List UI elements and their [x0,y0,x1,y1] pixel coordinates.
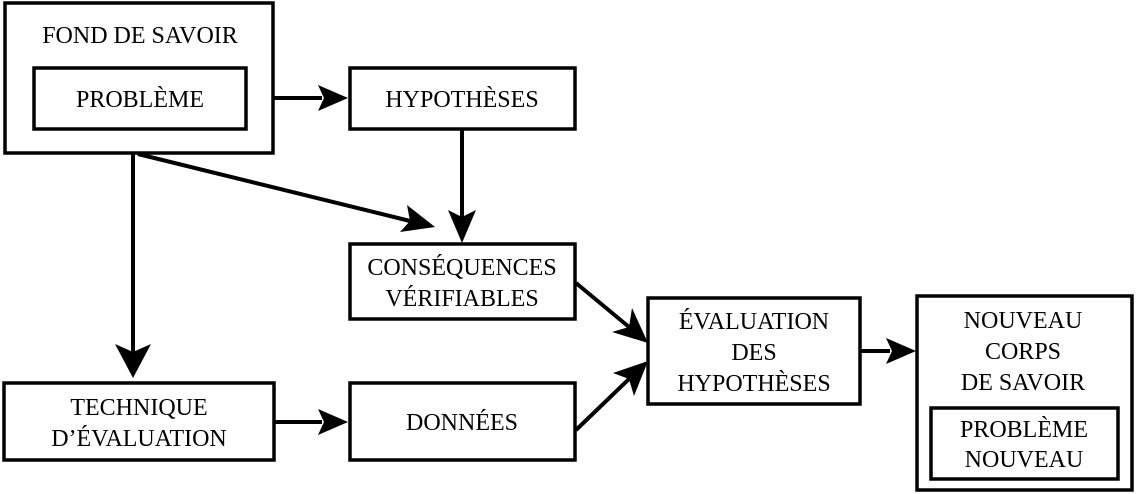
node-probleme-nouveau: PROBLÈME NOUVEAU [929,406,1120,481]
technique-label-line-1: TECHNIQUE [70,395,207,421]
node-hypotheses: HYPOTHÈSES [348,66,577,131]
node-evaluation-hypotheses: ÉVALUATION DES HYPOTHÈSES [646,296,862,406]
edge-fond-to-technique [115,154,151,378]
evaluation-label-line-2: DES [731,340,776,366]
edge-technique-to-donnees [275,409,348,435]
donnees-label: DONNÉES [406,410,518,436]
edge-fond-to-consequences [137,152,435,232]
consequences-label-line-1: CONSÉQUENCES [367,255,556,281]
fond-de-savoir-label: FOND DE SAVOIR [42,23,238,49]
edge-evaluation-to-nouveau [861,338,916,364]
hypotheses-label: HYPOTHÈSES [385,87,538,113]
node-probleme: PROBLÈME [32,66,248,131]
edge-hypotheses-to-consequences [448,130,476,243]
evaluation-label-line-1: ÉVALUATION [679,309,829,335]
probleme-nouveau-label-line-1: PROBLÈME [960,417,1088,443]
nouveau-label-line-1: NOUVEAU [964,308,1083,334]
probleme-label: PROBLÈME [76,87,204,113]
consequences-label-line-2: VÉRIFIABLES [385,286,538,312]
edge-donnees-to-evaluation [574,361,648,432]
technique-label-line-2: D’ÉVALUATION [51,426,227,452]
connectors [115,85,916,435]
node-technique-evaluation: TECHNIQUE D’ÉVALUATION [2,381,276,462]
node-consequences-verifiables: CONSÉQUENCES VÉRIFIABLES [348,242,577,321]
evaluation-label-line-3: HYPOTHÈSES [677,371,830,397]
edge-consequences-to-evaluation [574,281,648,343]
probleme-nouveau-label-line-2: NOUVEAU [965,447,1084,473]
nouveau-label-line-2: CORPS [985,339,1061,365]
node-donnees: DONNÉES [348,381,577,462]
nouveau-label-line-3: DE SAVOIR [961,370,1085,396]
